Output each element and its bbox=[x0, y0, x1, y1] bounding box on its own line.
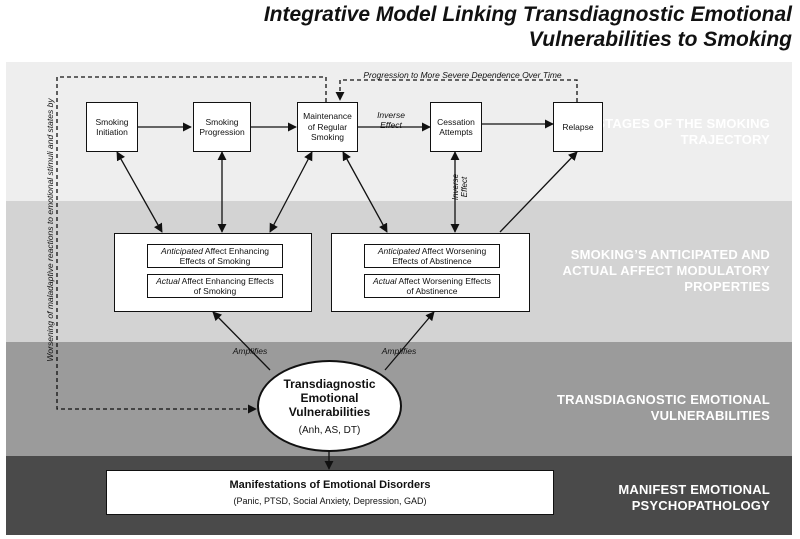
title-line-1: Integrative Model Linking Transdiagnosti… bbox=[263, 3, 792, 26]
arrow-maintenance-affect-left bbox=[269, 151, 313, 233]
vulnerabilities-sub: (Anh, AS, DT) bbox=[298, 424, 361, 436]
stage-relapse: Relapse bbox=[553, 102, 603, 152]
band-label-stages: STAGES OF THE SMOKING TRAJECTORY bbox=[596, 116, 770, 147]
worsening-feedback-loop bbox=[56, 76, 327, 414]
disorders-title: Manifestations of Emotional Disorders bbox=[229, 479, 431, 491]
band-label-vulnerabilities: TRANSDIAGNOSTIC EMOTIONAL VULNERABILITIE… bbox=[557, 392, 770, 423]
amplifies-right-label: Amplifies bbox=[381, 346, 417, 356]
affect-left-anticipated: Anticipated Affect Enhancing Effects of … bbox=[147, 244, 283, 268]
progression-label: Progression to More Severe Dependence Ov… bbox=[363, 70, 562, 80]
band-label-psychopathology: MANIFEST EMOTIONAL PSYCHOPATHOLOGY bbox=[618, 482, 770, 513]
arrow-initiation-affect bbox=[116, 151, 163, 233]
disorders-box: Manifestations of Emotional Disorders (P… bbox=[106, 470, 554, 515]
progression-loop bbox=[335, 79, 578, 102]
amplifies-left-label: Amplifies bbox=[232, 346, 268, 356]
affect-right-actual: Actual Affect Worsening Effects of Absti… bbox=[364, 274, 500, 298]
vulnerabilities-ellipse: Transdiagnostic Emotional Vulnerabilitie… bbox=[257, 360, 402, 452]
arrow-amplifies-right bbox=[384, 311, 435, 371]
diagram-title: Integrative Model Linking Transdiagnosti… bbox=[232, 2, 792, 52]
arrow-amplifies-left bbox=[212, 311, 271, 371]
band-vulnerabilities: TRANSDIAGNOSTIC EMOTIONAL VULNERABILITIE… bbox=[6, 342, 792, 456]
band-label-affect: SMOKING’S ANTICIPATED AND ACTUAL AFFECT … bbox=[562, 247, 770, 294]
affect-left-actual: Actual Affect Enhancing Effects of Smoki… bbox=[147, 274, 283, 298]
title-line-2: Vulnerabilities to Smoking bbox=[528, 28, 792, 51]
arrow-maintenance-affect-right bbox=[342, 151, 388, 233]
arrow-affect-relapse bbox=[499, 151, 578, 233]
affect-right-anticipated: Anticipated Affect Worsening Effects of … bbox=[364, 244, 500, 268]
disorders-sub: (Panic, PTSD, Social Anxiety, Depression… bbox=[233, 496, 427, 506]
worsening-label: Worsening of maladaptive reactions to em… bbox=[45, 98, 55, 362]
